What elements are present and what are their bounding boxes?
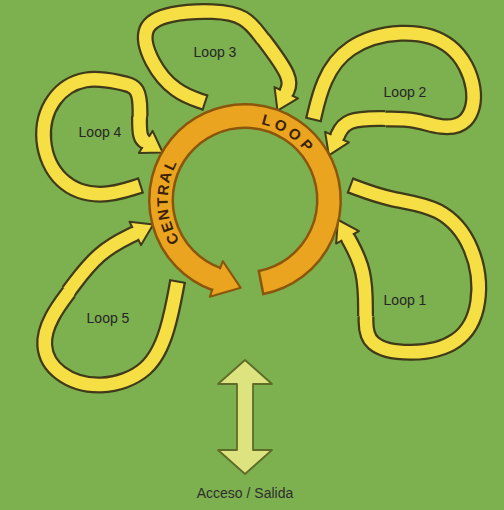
loop-arrow-band-outline — [69, 233, 136, 291]
loop-band-outline — [43, 79, 140, 194]
loop-region: Loop 3 — [167, 26, 263, 79]
loop-band-fill — [43, 79, 140, 194]
loop-band-fill — [44, 281, 177, 385]
loop-band-fill — [313, 33, 473, 127]
access-label: Acceso / Salida — [197, 485, 294, 502]
loop-band-joint — [360, 310, 372, 322]
loop-band-outline — [313, 33, 473, 127]
ring-outline — [161, 116, 329, 282]
central-loop-label: CENTRAL — [150, 105, 340, 295]
loop-label: Loop 5 — [87, 310, 130, 327]
loop-band-end — [169, 279, 186, 282]
arc-letter: N — [154, 208, 173, 222]
loop-arrow-band-outline — [348, 237, 366, 316]
loop-band-end — [202, 94, 207, 110]
loop-arrow-band-fill — [263, 39, 289, 93]
loop-region: Loop 1 — [366, 274, 445, 327]
loop-ring — [150, 105, 340, 295]
loop-label: Loop 3 — [194, 44, 237, 61]
loop-label: Loop 4 — [79, 124, 122, 141]
loop-label: Loop 1 — [384, 292, 427, 309]
arc-letter: T — [153, 198, 170, 208]
arrowhead — [336, 220, 359, 244]
arc-letter: L — [260, 111, 273, 130]
arrowhead-joint — [285, 90, 287, 94]
ring-arrowhead — [210, 261, 241, 297]
arrowhead-joint — [143, 140, 147, 143]
arrowhead — [275, 87, 298, 111]
loop-arrow — [336, 220, 365, 316]
loop-region: Loop 4 — [61, 106, 140, 159]
loop-band-fill — [350, 185, 478, 352]
loop-band-joint — [134, 110, 146, 122]
loop-region: Loop 5 — [69, 292, 148, 345]
loop-arrow — [69, 222, 154, 292]
arrowhead-joint — [336, 134, 338, 139]
loop-arrow — [325, 119, 385, 156]
loop-arrow-band-outline — [337, 119, 385, 138]
loop-arrow — [139, 116, 163, 153]
loop-arrow-band-outline — [263, 39, 289, 93]
central-loop: CENTRALLOOP — [150, 105, 340, 295]
arrowhead — [139, 131, 163, 153]
arc-letter: P — [297, 136, 316, 155]
loop-band-end — [305, 117, 322, 121]
arrowhead-joint — [347, 236, 349, 240]
loop-band-joint — [379, 113, 391, 125]
loop-arrow-band-fill — [348, 237, 366, 316]
arc-letter: R — [154, 184, 172, 197]
ring-end-cap — [259, 270, 264, 296]
loop-label: Loop 2 — [384, 84, 427, 101]
loop-arrow — [263, 39, 298, 111]
loop-band-outline — [350, 185, 478, 352]
access-double-arrow — [218, 360, 272, 474]
loop-band-end — [347, 177, 353, 193]
arc-letter: A — [156, 169, 175, 184]
loop-band-fill — [145, 11, 263, 102]
loop-arrow-band-fill — [337, 119, 385, 138]
loop-arrow-band-fill — [69, 233, 136, 291]
ring-fill — [161, 116, 329, 282]
arrowhead — [130, 222, 154, 245]
central-loop-label: LOOP — [150, 105, 340, 295]
loop-band-outline — [44, 281, 177, 385]
loop-band-end — [137, 177, 142, 193]
loop-band-joint — [257, 33, 269, 45]
loop-band-outline — [145, 11, 263, 102]
loop-region: Loop 2 — [366, 66, 445, 119]
arrowhead-joint — [133, 233, 137, 235]
ring-arrowhead-joint — [213, 278, 218, 280]
loop-band-joint — [63, 286, 75, 298]
